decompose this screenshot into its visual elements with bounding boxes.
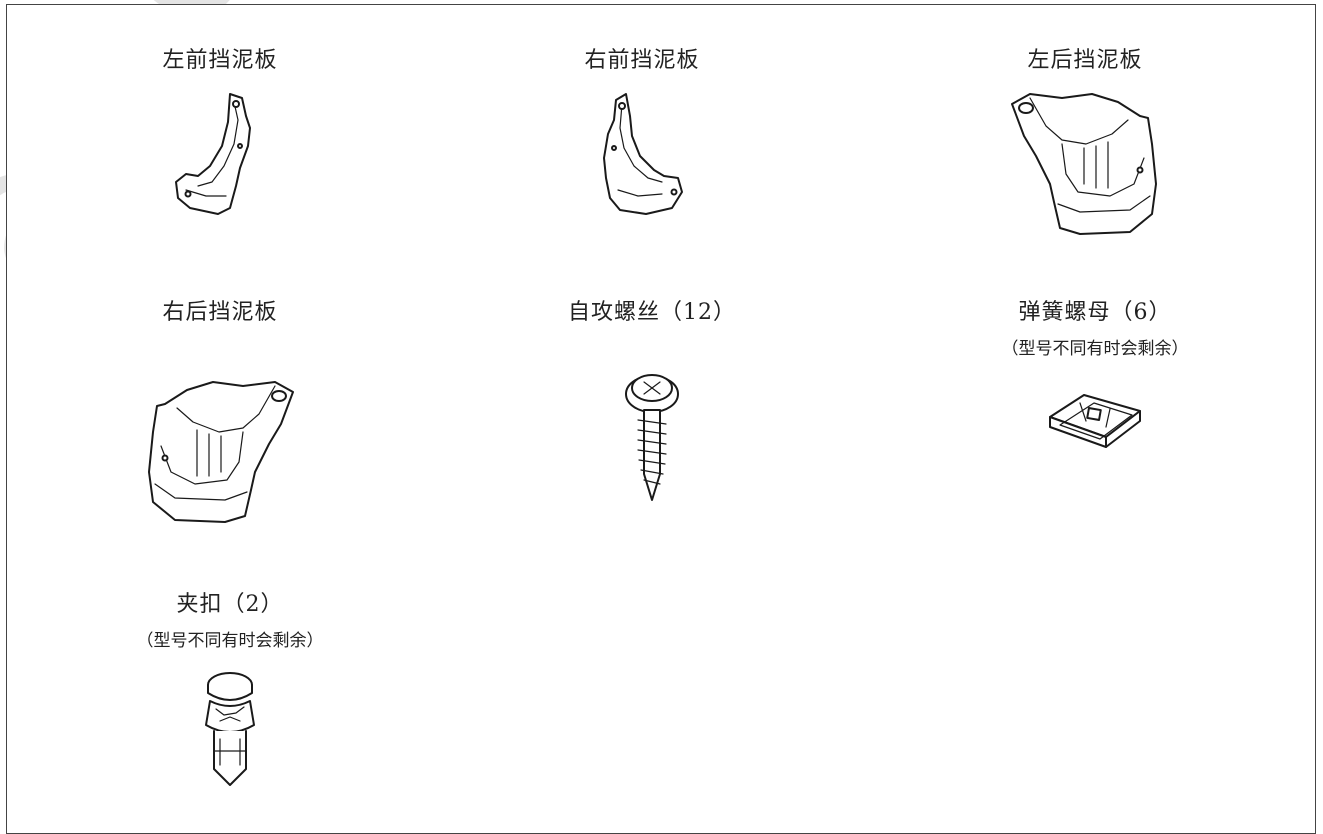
clip-icon	[205, 672, 255, 786]
part-self-tapping-screw: 自攻螺丝（12）	[542, 294, 762, 512]
part-label: 弹簧螺母（6）	[1018, 300, 1172, 325]
left-rear-mudguard-icon	[1011, 93, 1157, 235]
part-label: 左前挡泥板	[162, 48, 278, 73]
part-clip: 夹扣（2） （型号不同有时会剩余）	[110, 586, 350, 795]
self-tapping-screw-icon	[625, 374, 679, 501]
part-label: 自攻螺丝（12）	[568, 300, 736, 325]
part-right-front-mudguard: 右前挡泥板	[542, 42, 742, 226]
part-label: 夹扣（2）	[176, 592, 284, 617]
part-left-front-mudguard: 左前挡泥板	[120, 42, 320, 226]
part-note: （型号不同有时会剩余）	[1001, 339, 1189, 359]
part-label: 右前挡泥板	[584, 48, 700, 73]
part-label: 右后挡泥板	[162, 300, 278, 325]
right-rear-mudguard-icon	[148, 381, 294, 523]
part-note: （型号不同有时会剩余）	[136, 631, 324, 651]
part-right-rear-mudguard: 右后挡泥板	[120, 294, 320, 532]
part-spring-nut: 弹簧螺母（6） （型号不同有时会剩余）	[975, 294, 1215, 461]
spring-nut-icon	[1049, 394, 1141, 448]
part-label: 左后挡泥板	[1027, 48, 1143, 73]
part-left-rear-mudguard: 左后挡泥板	[985, 42, 1185, 244]
right-front-mudguard-icon	[603, 93, 683, 215]
left-front-mudguard-icon	[175, 93, 251, 215]
